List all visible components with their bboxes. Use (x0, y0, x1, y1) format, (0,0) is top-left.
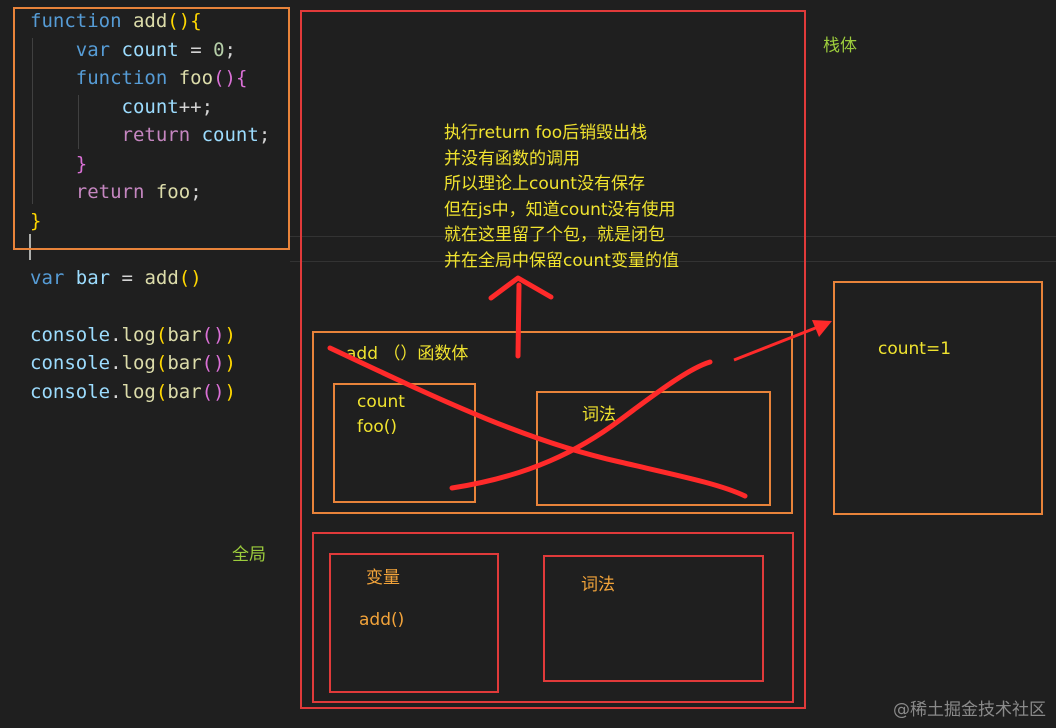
global-variables-box (329, 553, 499, 693)
global-lexical-box (543, 555, 764, 682)
stack-box (300, 10, 806, 709)
watermark: @稀土掘金技术社区 (893, 700, 1046, 720)
global-lexical-label: 词法 (581, 575, 615, 595)
code-line: function add(){ (30, 10, 202, 32)
cross-stroke-1 (327, 345, 748, 499)
up-arrow-head (488, 275, 554, 301)
editor-current-line-top (290, 236, 1056, 237)
indent-guide (78, 95, 79, 149)
closure-arrow (733, 320, 832, 362)
add-var-foo: foo() (357, 417, 398, 437)
stack-label: 栈体 (823, 36, 857, 56)
code-line: } (75, 152, 88, 175)
code-line: count++; (121, 95, 214, 118)
code-line: console.log(bar()) (30, 380, 236, 403)
up-arrow-shaft (515, 282, 522, 359)
annotation-note: 执行return foo后销毁出栈 并没有函数的调用 所以理论上count没有保… (444, 121, 679, 274)
note-line: 就在这里留了个包，就是闭包 (444, 225, 665, 245)
global-label: 全局 (232, 545, 266, 565)
closure-arrow-head (812, 320, 832, 337)
add-box-label: add （）函数体 (346, 344, 469, 364)
indent-guide (32, 38, 33, 204)
closure-arrow-line (733, 325, 819, 362)
add-lexical-box (536, 391, 771, 506)
note-line: 所以理论上count没有保存 (444, 174, 645, 194)
closure-box (833, 281, 1043, 515)
code-line: var count = 0; (75, 38, 236, 61)
code-highlight-box (13, 7, 290, 250)
code-editor[interactable]: function add(){ var count = 0; function … (30, 7, 270, 406)
note-line: 执行return foo后销毁出栈 (444, 123, 648, 143)
code-line: return count; (121, 124, 271, 146)
note-line: 并没有函数的调用 (444, 148, 580, 169)
add-function-box (312, 331, 793, 514)
code-line: function foo(){ (75, 67, 248, 89)
note-line: 并在全局中保留count变量的值 (444, 250, 679, 271)
global-var-add: add() (359, 610, 405, 630)
global-box (312, 532, 794, 703)
global-var-label: 变量 (366, 568, 400, 588)
note-line: 但在js中，知道count没有使用 (444, 199, 676, 220)
code-line: return foo; (75, 181, 202, 203)
closure-value: count=1 (878, 339, 952, 359)
code-line: } (30, 209, 42, 232)
code-line: var bar = add() (30, 266, 202, 289)
add-lexical-label: 词法 (582, 405, 616, 425)
code-line: console.log(bar()) (30, 352, 236, 374)
cross-stroke-2 (449, 359, 713, 491)
editor-current-line-bottom (290, 261, 1056, 262)
code-line: console.log(bar()) (30, 323, 236, 346)
text-cursor (29, 234, 31, 260)
add-var-count: count (357, 392, 405, 412)
